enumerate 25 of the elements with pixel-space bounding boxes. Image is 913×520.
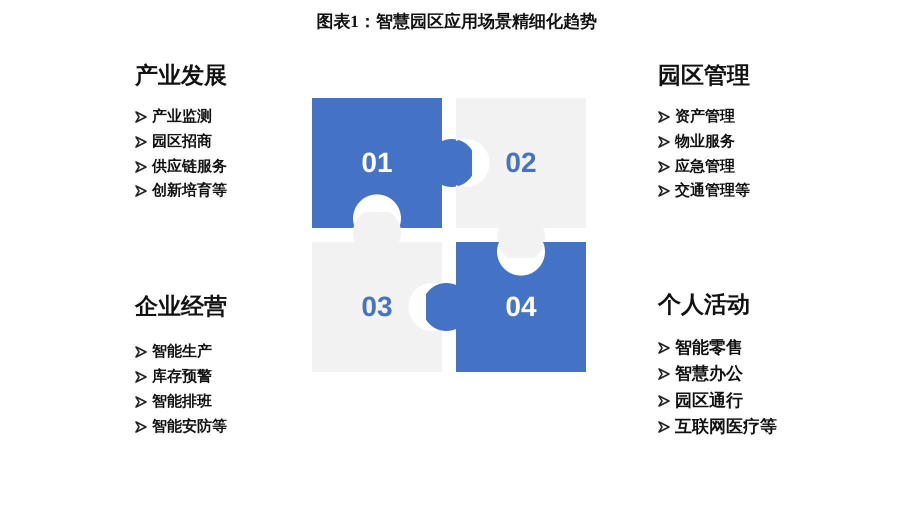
list-item: 交通管理等 [675,181,750,200]
list-item: 创新培育等 [152,181,227,200]
list-item: 资产管理 [675,107,735,126]
list-item: 智能零售 [675,337,743,359]
list-item: 智能安防等 [152,417,227,436]
piece-number: 01 [361,147,393,179]
title: 图表1：智慧园区应用场景精细化趋势 [315,11,598,33]
piece-number: 02 [505,147,537,179]
list-item: 库存预警 [152,367,212,386]
group-heading: 企业经营 [135,293,227,322]
list-item: 产业监测 [152,107,212,126]
list-item: 互联网医疗等 [675,416,777,438]
piece-number: 04 [505,291,537,323]
group-heading: 个人活动 [658,291,750,320]
list-item: 智慧办公 [675,363,743,385]
list-item: 智能排班 [152,392,212,411]
list-item: 智能生产 [152,342,212,361]
group-heading: 园区管理 [658,62,750,91]
list-item: 园区通行 [675,390,743,412]
list-item: 物业服务 [675,132,735,151]
group-heading: 产业发展 [135,62,227,91]
list-item: 园区招商 [152,132,212,151]
piece-number: 03 [361,291,393,323]
list-item: 供应链服务 [152,157,227,176]
list-item: 应急管理 [675,157,735,176]
